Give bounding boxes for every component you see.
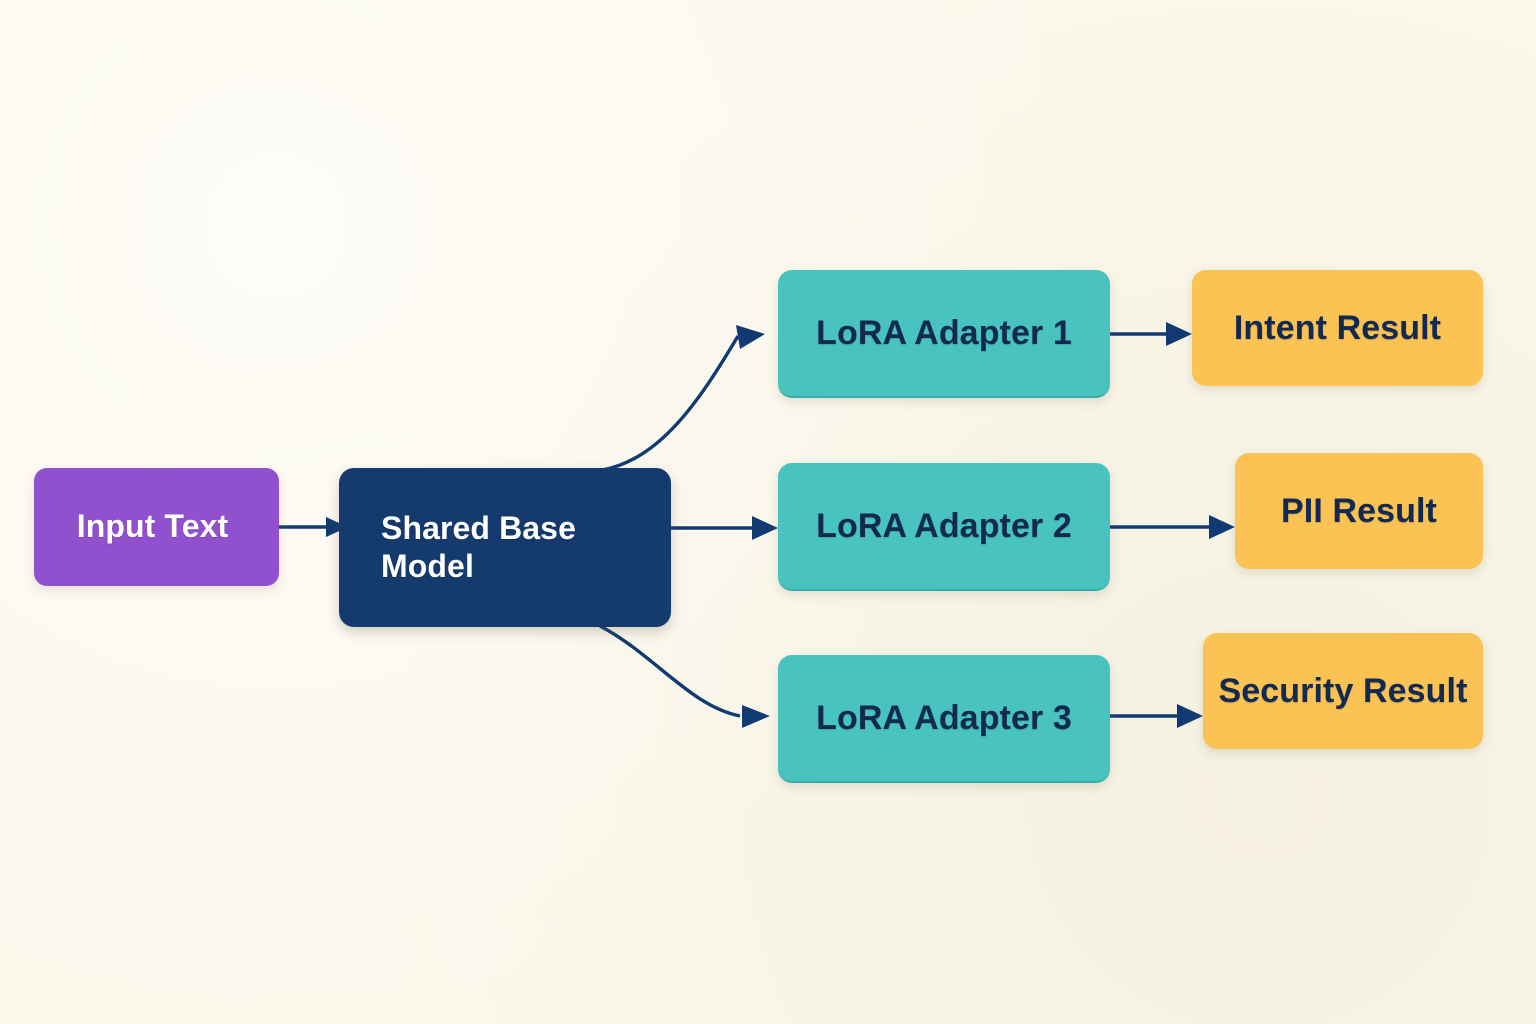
node-security-result-label: Security Result (1218, 671, 1468, 710)
edge-base-to-adapter-1 (601, 325, 765, 472)
edge-adapter-1-to-result-1 (1110, 322, 1192, 346)
node-intent-result-label: Intent Result (1233, 308, 1442, 347)
node-lora-adapter-1[interactable]: LoRA Adapter 1 (778, 270, 1110, 398)
edge-adapter-3-to-result-3 (1110, 704, 1203, 728)
edge-adapter-2-to-result-2 (1110, 515, 1235, 539)
node-lora-adapter-3[interactable]: LoRA Adapter 3 (778, 655, 1110, 783)
node-lora-adapter-2[interactable]: LoRA Adapter 2 (778, 463, 1110, 591)
edge-base-to-adapter-2 (671, 516, 778, 540)
node-shared-base-model-line2: Model (381, 547, 474, 584)
node-lora-adapter-3-label: LoRA Adapter 3 (816, 698, 1072, 737)
node-pii-result[interactable]: PII Result (1235, 453, 1483, 569)
node-lora-adapter-1-label: LoRA Adapter 1 (816, 313, 1072, 352)
edge-base-to-adapter-3 (599, 624, 770, 728)
node-pii-result-label: PII Result (1281, 491, 1437, 530)
node-lora-adapter-2-label: LoRA Adapter 2 (816, 506, 1072, 545)
edge-input-to-base (279, 517, 348, 537)
node-shared-base-model[interactable]: Shared Base Model (339, 468, 671, 627)
node-input-text-label: Input Text (76, 508, 229, 545)
node-security-result[interactable]: Security Result (1203, 633, 1483, 749)
node-intent-result[interactable]: Intent Result (1192, 270, 1483, 386)
node-input-text[interactable]: Input Text (34, 468, 279, 586)
node-shared-base-model-line1: Shared Base (381, 509, 576, 546)
node-shared-base-model-label: Shared Base Model (339, 510, 671, 586)
